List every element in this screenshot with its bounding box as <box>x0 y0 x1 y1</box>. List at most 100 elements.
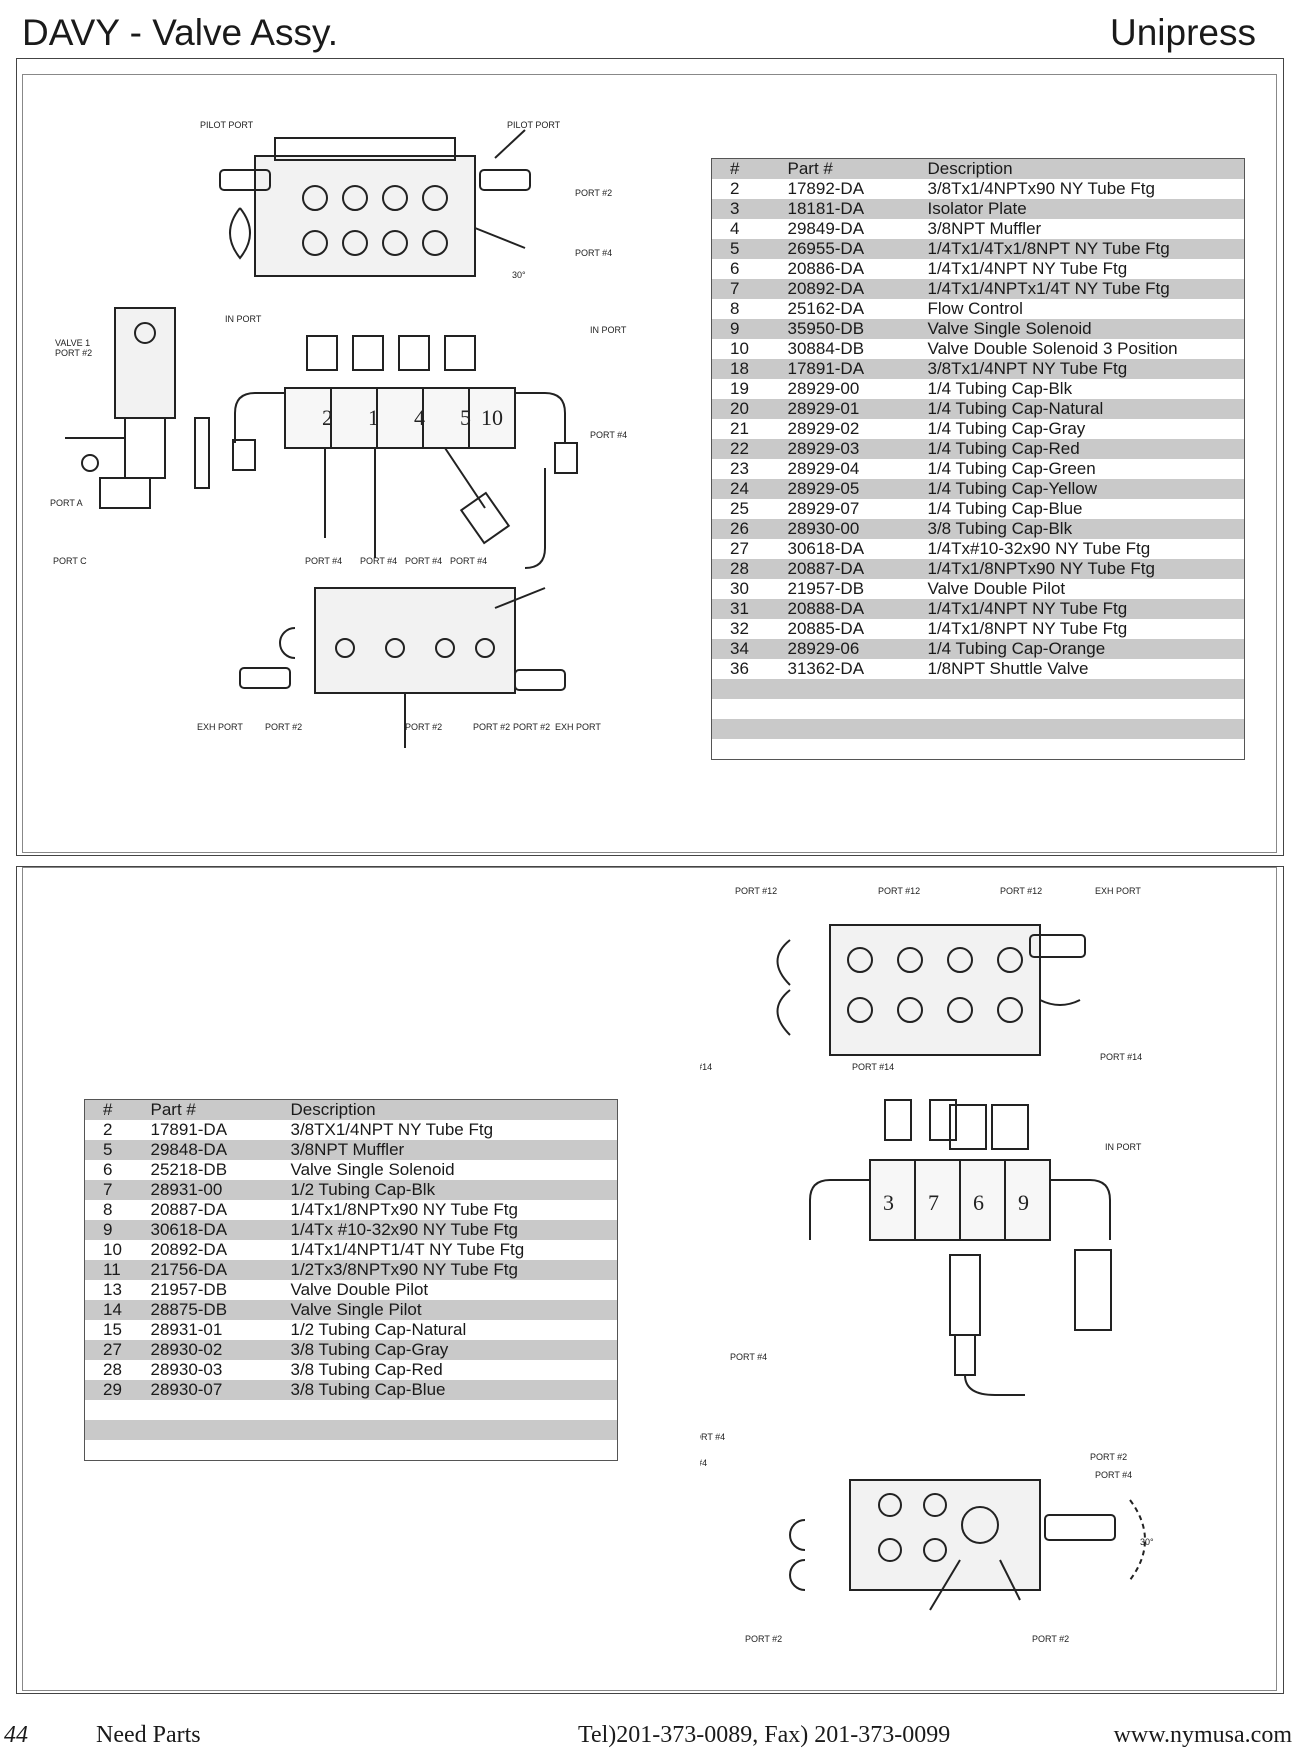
svg-text:IN PORT: IN PORT <box>590 325 627 335</box>
description-cell: 3/8Tx1/4NPT NY Tube Ftg <box>921 359 1245 379</box>
svg-text:5: 5 <box>460 405 471 430</box>
description-cell: 3/8 Tubing Cap-Blue <box>284 1380 618 1400</box>
svg-text:EXH PORT: EXH PORT <box>1095 886 1141 896</box>
description-cell: Description <box>284 1099 618 1120</box>
part-number-cell: 28930-02 <box>144 1340 285 1360</box>
page-footer: 44 Need Parts Tel)201-373-0089, Fax) 201… <box>0 1722 1300 1752</box>
contact-numbers: Tel)201-373-0089, Fax) 201-373-0099 <box>578 1722 951 1748</box>
description-cell: 1/4 Tubing Cap-Orange <box>921 639 1245 659</box>
description-cell: 1/4 Tubing Cap-Red <box>921 439 1245 459</box>
item-number-cell: 20 <box>711 399 782 419</box>
description-cell: 1/2 Tubing Cap-Blk <box>284 1180 618 1200</box>
table-row <box>712 699 1245 719</box>
part-number-cell: Part # <box>781 158 922 179</box>
description-cell: 3/8 Tubing Cap-Red <box>290 1360 443 1379</box>
item-number-cell: 5 <box>711 239 782 259</box>
item-number-cell <box>85 1400 145 1420</box>
item-number-cell: 18 <box>711 359 782 379</box>
part-number-cell: 28931-00 <box>144 1180 285 1200</box>
item-number-cell: 13 <box>103 1280 122 1299</box>
description-cell <box>285 1400 618 1420</box>
part-number-cell: 18181-DA <box>781 199 922 219</box>
description-cell: 1/4Tx #10-32x90 NY Tube Ftg <box>284 1220 618 1240</box>
part-number-cell <box>781 679 922 699</box>
item-number-cell: 8 <box>730 299 740 318</box>
item-number-cell: 9 <box>84 1220 145 1240</box>
description-cell: 1/4Tx1/8NPTx90 NY Tube Ftg <box>921 559 1245 579</box>
svg-text:PILOT PORT: PILOT PORT <box>200 120 254 130</box>
svg-text:PORT #12: PORT #12 <box>1000 886 1042 896</box>
part-number-cell: Part # <box>144 1099 285 1120</box>
item-number-cell <box>84 1420 145 1440</box>
part-number-cell: 31362-DA <box>787 659 865 678</box>
item-number-cell <box>85 1440 145 1461</box>
item-number-cell <box>712 739 782 760</box>
svg-text:PORT #2: PORT #2 <box>55 348 92 358</box>
part-number-cell: 28929-06 <box>781 639 922 659</box>
description-cell: 1/4Tx1/8NPTx90 NY Tube Ftg <box>290 1200 518 1219</box>
item-number-cell: 22 <box>711 439 782 459</box>
part-number-cell: 28930-07 <box>144 1380 285 1400</box>
item-number-cell: 6 <box>730 259 740 278</box>
description-cell: 1/2Tx3/8NPTx90 NY Tube Ftg <box>284 1260 618 1280</box>
table-row <box>712 739 1245 760</box>
part-number-cell: 25218-DB <box>150 1160 228 1179</box>
part-number-cell <box>782 699 922 719</box>
description-cell: Description <box>921 158 1245 179</box>
svg-text:PORT #14: PORT #14 <box>1100 1052 1142 1062</box>
description-cell: 1/4Tx#10-32x90 NY Tube Ftg <box>927 539 1151 558</box>
item-number-cell: 19 <box>730 379 749 398</box>
description-cell: Valve Double Solenoid 3 Position <box>927 339 1178 358</box>
item-number-cell: 10 <box>103 1240 122 1259</box>
svg-text:EXH PORT: EXH PORT <box>555 722 601 732</box>
part-number-cell: 26955-DA <box>781 239 922 259</box>
description-cell: 1/4 Tubing Cap-Green <box>927 459 1096 478</box>
item-number-cell: 7 <box>711 279 782 299</box>
description-cell <box>922 699 1245 719</box>
part-number-cell <box>781 719 922 739</box>
part-number-cell: 28929-02 <box>787 419 860 438</box>
svg-text:9: 9 <box>1018 1190 1029 1215</box>
part-number-cell: 29848-DA <box>144 1140 285 1160</box>
part-number-cell: 28929-07 <box>787 499 860 518</box>
svg-text:3: 3 <box>883 1190 894 1215</box>
svg-text:7: 7 <box>928 1190 939 1215</box>
svg-text:PORT #4: PORT #4 <box>590 430 627 440</box>
svg-text:PORT C: PORT C <box>53 556 87 566</box>
website-link[interactable]: www.nymusa.com <box>1113 1722 1292 1748</box>
item-number-cell: 15 <box>103 1320 122 1339</box>
item-number-cell: 25 <box>730 499 749 518</box>
part-number-cell: 17891-DA <box>150 1120 228 1139</box>
description-cell: Valve Double Pilot <box>927 579 1066 598</box>
svg-text:PORT #2: PORT #2 <box>1090 1452 1127 1462</box>
part-number-cell: 28929-03 <box>781 439 922 459</box>
description-cell: 1/8NPT Shuttle Valve <box>927 659 1089 678</box>
top-section-frame <box>16 58 1284 856</box>
table-row <box>711 679 1245 699</box>
part-number-cell: 20888-DA <box>781 599 922 619</box>
svg-text:PORT #4: PORT #4 <box>450 556 487 566</box>
part-number-cell: 28875-DB <box>144 1300 285 1320</box>
part-number-cell: 28929-01 <box>781 399 922 419</box>
part-number-cell: 28930-00 <box>781 519 922 539</box>
part-number-cell <box>782 739 922 760</box>
svg-text:PORT #4: PORT #4 <box>575 248 612 258</box>
description-cell: 1/4 Tubing Cap-Yellow <box>921 479 1245 499</box>
svg-text:PORT #12: PORT #12 <box>878 886 920 896</box>
description-cell: Valve Single Solenoid <box>290 1160 455 1179</box>
